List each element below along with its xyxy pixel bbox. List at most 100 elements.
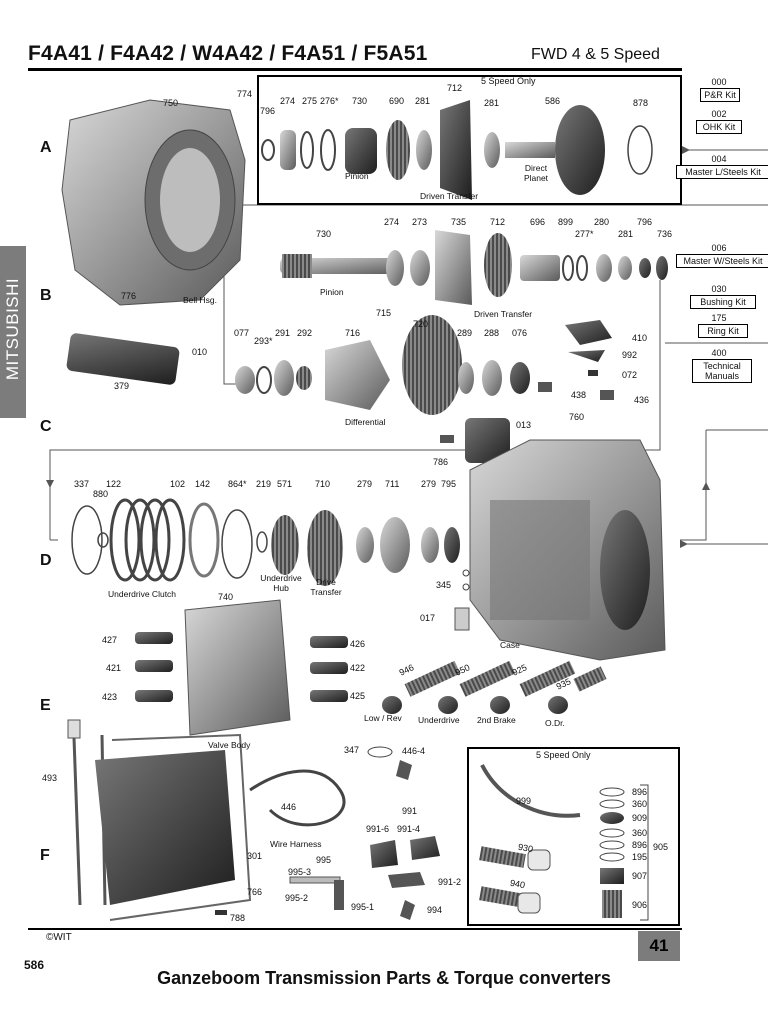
kit-code: 030: [711, 284, 727, 294]
part-number: 292: [297, 328, 313, 338]
part-number: 077: [234, 328, 250, 338]
part-number: 896: [632, 840, 648, 850]
row-letter-a: A: [40, 139, 52, 156]
part-number: 102: [170, 479, 186, 489]
part-number: 999: [516, 796, 532, 806]
kit-name: P&R Kit: [700, 88, 740, 102]
part-number: 446: [281, 802, 297, 812]
part-number: 017: [420, 613, 436, 623]
flow-lines: [49, 149, 768, 545]
part-number: 909: [632, 813, 648, 823]
row-letter-d: D: [40, 552, 52, 569]
part-number: 736: [657, 229, 673, 239]
part-number: 750: [163, 98, 179, 108]
caption: Low / Rev: [364, 713, 402, 723]
caption: Underdrive Hub: [260, 573, 302, 593]
five-speed-top-parts: [261, 100, 653, 200]
part-number: 995-3: [288, 867, 312, 877]
part-number: 280: [594, 217, 610, 227]
valve-body: [135, 599, 348, 736]
row-letter-b: B: [40, 287, 52, 304]
part-number: 360: [632, 799, 648, 809]
part-number: 273: [412, 217, 428, 227]
row-letter-f: F: [40, 847, 50, 864]
part-number: 291: [275, 328, 291, 338]
part-number: 995: [316, 855, 332, 865]
part-number: 422: [350, 663, 366, 673]
kit-code: 002: [711, 109, 727, 119]
part-number: 712: [490, 217, 506, 227]
kit-code: 000: [711, 77, 727, 87]
accumulator-springs: [382, 660, 607, 714]
part-number: 776: [121, 291, 137, 301]
part-number: 345: [436, 580, 452, 590]
part-number: 436: [634, 395, 650, 405]
part-number: 072: [622, 370, 638, 380]
row-letter-c: C: [40, 418, 52, 435]
caption: Bell Hsg.: [183, 295, 218, 305]
part-number: 293*: [254, 336, 273, 346]
part-number: 991-2: [438, 877, 462, 887]
caption: Underdrive: [418, 715, 460, 725]
part-number: 760: [569, 412, 585, 422]
part-number: 288: [484, 328, 500, 338]
part-number: 864*: [228, 479, 247, 489]
row-c-parts: [66, 315, 614, 463]
caption: Case: [500, 640, 520, 650]
part-number: 710: [315, 479, 331, 489]
kit-code: 175: [711, 313, 727, 323]
part-number: 788: [230, 913, 246, 923]
brand-sidebar: MITSUBISHI: [0, 246, 26, 418]
part-number: 279: [357, 479, 373, 489]
part-number: 423: [102, 692, 118, 702]
part-number: 195: [632, 852, 648, 862]
part-number: 010: [192, 347, 208, 357]
part-number: 426: [350, 639, 366, 649]
part-number: 277*: [575, 229, 594, 239]
kit-name: Bushing Kit: [690, 295, 756, 309]
part-number: 427: [102, 635, 118, 645]
part-number: 281: [618, 229, 634, 239]
part-number: 076: [512, 328, 528, 338]
part-number: 720: [413, 319, 429, 329]
page-number-badge: 41: [638, 931, 680, 961]
transmission-case: [469, 439, 666, 661]
part-number: 281: [484, 98, 500, 108]
part-number: 142: [195, 479, 211, 489]
part-number: 905: [653, 842, 669, 852]
caption: Wire Harness: [270, 839, 322, 849]
part-number: 122: [106, 479, 122, 489]
part-number: 274: [280, 96, 296, 106]
part-number: 289: [457, 328, 473, 338]
part-number: 276*: [320, 96, 339, 106]
part-number: 712: [447, 83, 463, 93]
part-number: 425: [350, 691, 366, 701]
page-title: F4A41 / F4A42 / W4A42 / F4A51 / F5A51: [28, 42, 428, 65]
part-number: 907: [632, 871, 648, 881]
part-number: 586: [545, 96, 561, 106]
part-number: 337: [74, 479, 90, 489]
part-number: 774: [237, 89, 253, 99]
part-number: 410: [632, 333, 648, 343]
part-number: 730: [352, 96, 368, 106]
part-number: 279: [421, 479, 437, 489]
part-number: 740: [218, 592, 234, 602]
page-number-left: 586: [24, 958, 45, 972]
part-number: 716: [345, 328, 361, 338]
page-subtitle: FWD 4 & 5 Speed: [531, 46, 660, 63]
part-number: 995-2: [285, 893, 309, 903]
kit-code: 004: [711, 154, 727, 164]
five-speed-box-bottom: [467, 747, 680, 926]
part-number: 991-6: [366, 824, 390, 834]
part-number: 880: [93, 489, 109, 499]
caption: Driven Transfer: [474, 309, 533, 319]
part-number: 301: [247, 851, 263, 861]
part-number: 421: [106, 663, 122, 673]
part-number: 690: [389, 96, 405, 106]
part-number: 347: [344, 745, 360, 755]
caption: Drive Transfer: [310, 577, 342, 597]
caption: Differential: [345, 417, 386, 427]
part-number: 899: [558, 217, 574, 227]
part-number: 281: [415, 96, 431, 106]
part-number: 994: [427, 905, 443, 915]
